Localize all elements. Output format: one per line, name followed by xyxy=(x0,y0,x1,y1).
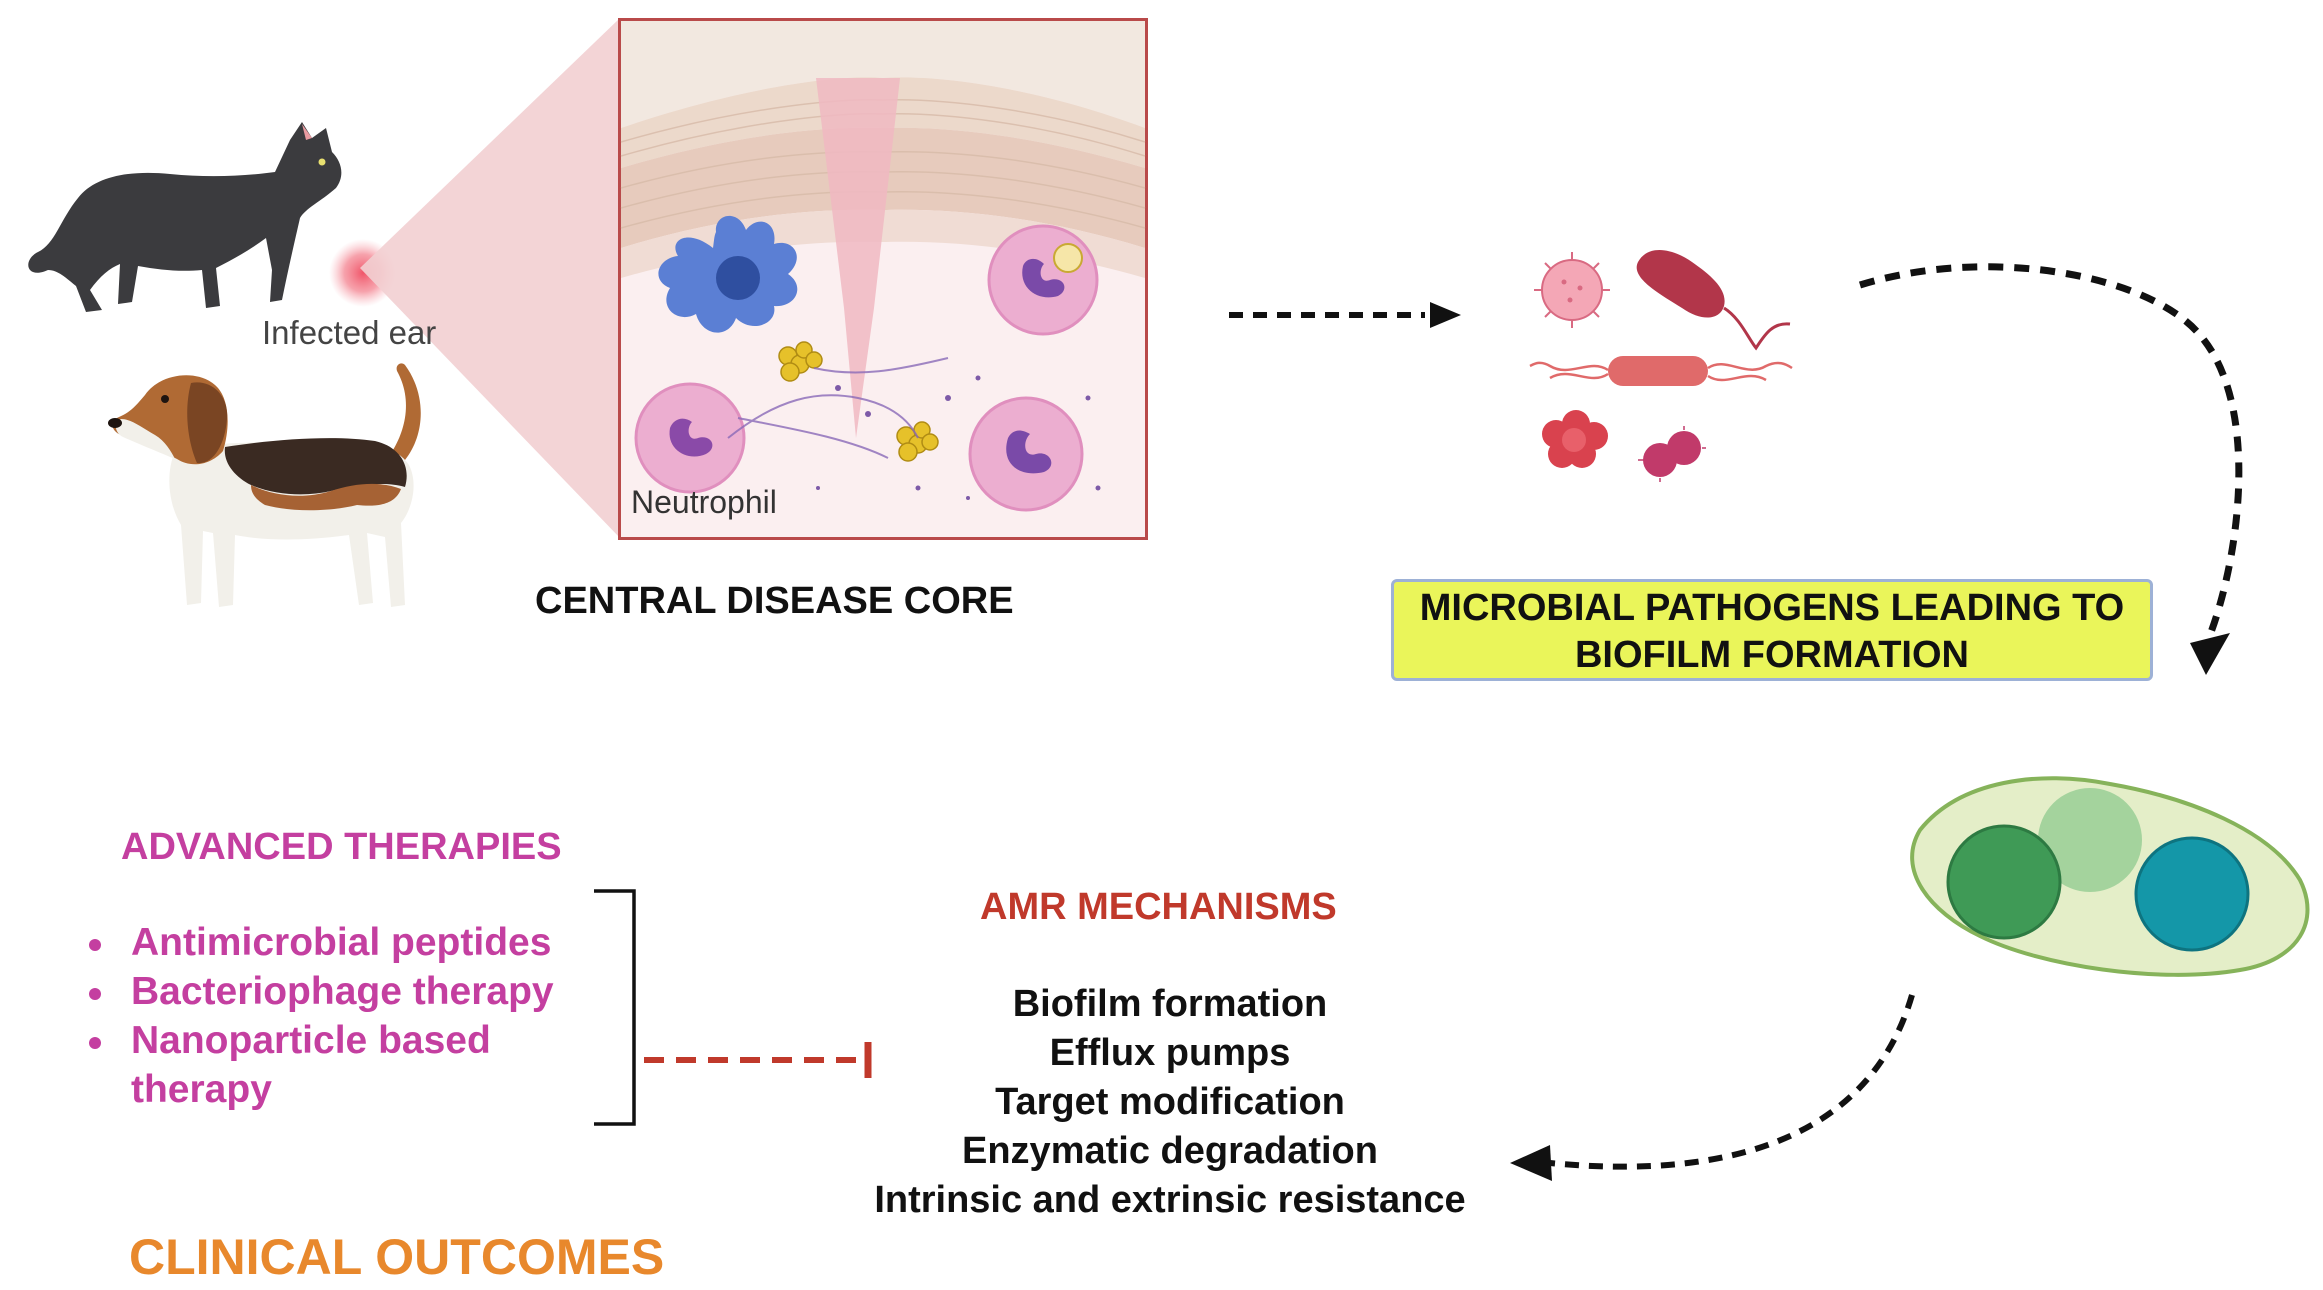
therapy-list: Antimicrobial peptides Bacteriophage the… xyxy=(86,918,671,1114)
rod-bacterium-icon xyxy=(1636,249,1791,351)
neutrophil-top-right xyxy=(987,224,1099,336)
biofilm-illustration xyxy=(1910,776,2310,977)
dendritic-cell xyxy=(658,215,798,333)
therapy-bracket xyxy=(594,889,636,1126)
cat-illustration xyxy=(28,122,342,312)
bullet-icon xyxy=(89,1037,101,1049)
tissue-magnified-panel xyxy=(618,18,1148,540)
pathogens-illustration xyxy=(1529,249,1793,482)
neutrophil-bottom-right xyxy=(968,396,1084,512)
list-item: Intrinsic and extrinsic resistance xyxy=(874,1179,1466,1221)
flagellated-bacterium-icon xyxy=(1529,356,1793,386)
neutrophil-label: Neutrophil xyxy=(631,484,777,520)
amr-mechanisms-title: AMR MECHANISMS xyxy=(980,886,1337,928)
diplococci-icon xyxy=(1638,426,1706,482)
inhibition-arrow xyxy=(644,1042,872,1078)
bullet-icon xyxy=(89,988,101,1000)
clinical-outcomes-title: CLINICAL OUTCOMES xyxy=(129,1229,665,1285)
list-item: Nanoparticle based therapy xyxy=(86,1016,601,1114)
arrow-biofilm-to-amr xyxy=(1510,994,1915,1181)
list-item: Enzymatic degradation xyxy=(962,1130,1378,1172)
pathogens-biofilm-box: MICROBIAL PATHOGENS LEADING TO BIOFILM F… xyxy=(1391,579,2153,681)
advanced-therapies-title: ADVANCED THERAPIES xyxy=(121,826,562,868)
magnification-cone xyxy=(360,18,620,538)
list-item: Antimicrobial peptides xyxy=(86,918,671,967)
bullet-icon xyxy=(89,939,101,951)
amr-mechanism-list: Biofilm formation Efflux pumps Target mo… xyxy=(855,980,1485,1225)
central-disease-core-title: CENTRAL DISEASE CORE xyxy=(535,580,1014,622)
dog-illustration xyxy=(108,363,421,607)
list-item: Efflux pumps xyxy=(1049,1032,1291,1074)
list-item: Target modification xyxy=(995,1081,1345,1123)
cocci-cluster-icon xyxy=(1542,410,1608,468)
list-item: Biofilm formation xyxy=(1012,983,1328,1025)
list-item: Bacteriophage therapy xyxy=(86,967,671,1016)
neutrophil-bottom-left xyxy=(634,382,746,494)
arrow-pathogens-to-box xyxy=(1858,263,2243,675)
infected-ear-label: Infected ear xyxy=(262,314,437,351)
arrow-core-to-pathogens xyxy=(1229,302,1461,328)
virus-icon xyxy=(1534,252,1610,328)
